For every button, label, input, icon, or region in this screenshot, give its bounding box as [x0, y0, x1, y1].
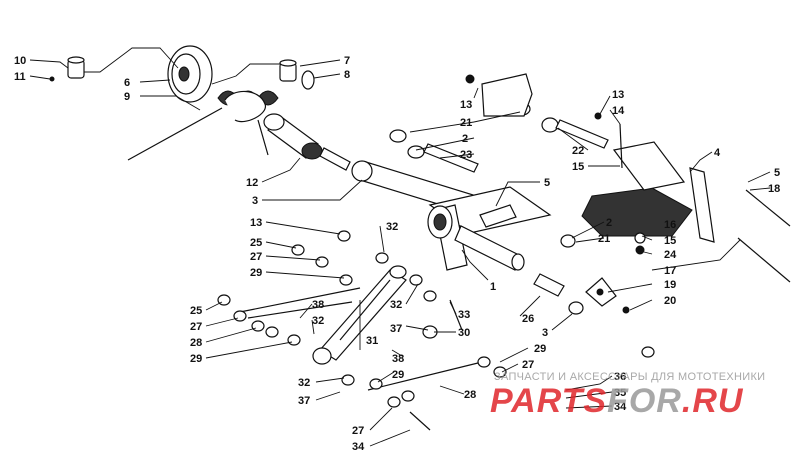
callout-38: 38 — [312, 299, 324, 311]
callout-32: 32 — [298, 377, 310, 389]
callout-35: 35 — [614, 387, 626, 399]
callout-13: 13 — [250, 217, 262, 229]
callout-26: 26 — [522, 313, 534, 325]
watermark-brand-red: PARTS — [490, 382, 607, 420]
callout-13: 13 — [612, 89, 624, 101]
callout-7: 7 — [344, 55, 350, 67]
part-2-21-bushings-lower — [560, 232, 646, 255]
callout-12: 12 — [246, 177, 258, 189]
watermark-brand: PARTSFOR.RU — [490, 382, 744, 420]
callout-11: 11 — [14, 71, 26, 83]
callout-37: 37 — [390, 323, 402, 335]
part-31-shock-absorber — [312, 265, 407, 365]
callout-28: 28 — [464, 389, 476, 401]
part-28-link-upper — [239, 287, 361, 319]
part-6-pulley — [167, 45, 213, 103]
callout-21: 21 — [598, 233, 610, 245]
callout-5: 5 — [774, 167, 780, 179]
callout-25: 25 — [250, 237, 262, 249]
watermark: ЗАПЧАСТИ И АКСЕССУАРЫ ДЛЯ МОТОТЕХНИКИ PA… — [490, 371, 765, 420]
callout-29: 29 — [392, 369, 404, 381]
callout-10: 10 — [14, 55, 26, 67]
callout-4: 4 — [714, 147, 721, 159]
part-26-tube — [533, 273, 584, 315]
part-10-nut — [49, 56, 85, 82]
callout-8: 8 — [344, 69, 350, 81]
callout-28: 28 — [190, 337, 202, 349]
callout-27: 27 — [250, 251, 262, 263]
callout-19: 19 — [664, 279, 676, 291]
callout-34: 34 — [614, 401, 627, 413]
callout-27: 27 — [522, 359, 534, 371]
callout-15: 15 — [664, 235, 676, 247]
callout-30: 30 — [458, 327, 470, 339]
callout-labels: 10 11 6 9 7 8 12 3 13 21 2 23 13 14 22 1… — [14, 55, 780, 453]
callout-13: 13 — [460, 99, 472, 111]
callout-33: 33 — [458, 309, 470, 321]
callout-29: 29 — [190, 353, 202, 365]
part-28-link-lower — [367, 361, 483, 391]
callout-5: 5 — [544, 177, 550, 189]
callout-27: 27 — [352, 425, 364, 437]
callout-29: 29 — [250, 267, 262, 279]
part-13-bracket — [465, 73, 533, 117]
part-17-18-bolts — [737, 189, 791, 283]
callout-21: 21 — [460, 117, 472, 129]
callout-32: 32 — [390, 299, 402, 311]
callout-15: 15 — [572, 161, 584, 173]
callout-6: 6 — [124, 77, 130, 89]
part-9-spring — [127, 90, 279, 161]
watermark-brand-gray: FOR — [607, 382, 682, 420]
callout-1: 1 — [490, 281, 496, 293]
watermark-brand-tld: .RU — [682, 382, 744, 420]
callout-16: 16 — [664, 219, 676, 231]
callout-32: 32 — [386, 221, 398, 233]
part-16-bracket — [581, 112, 715, 243]
callout-20: 20 — [664, 295, 676, 307]
callout-36: 36 — [614, 371, 626, 383]
callout-38: 38 — [392, 353, 404, 365]
part-19-pad — [585, 277, 630, 314]
part-7-bushing — [279, 59, 297, 82]
part-8-washer — [301, 70, 315, 90]
callout-9: 9 — [124, 91, 130, 103]
part-12-sleeve — [263, 113, 351, 171]
callout-17: 17 — [664, 265, 676, 277]
callout-22: 22 — [572, 145, 584, 157]
callout-2: 2 — [462, 133, 468, 145]
callout-32: 32 — [312, 315, 324, 327]
part-1-swing-arm — [351, 160, 552, 271]
callout-29: 29 — [534, 343, 546, 355]
callout-14: 14 — [612, 105, 625, 117]
callout-31: 31 — [366, 335, 378, 347]
callout-2: 2 — [606, 217, 612, 229]
callout-3: 3 — [542, 327, 548, 339]
callout-18: 18 — [768, 183, 780, 195]
watermark-caption: ЗАПЧАСТИ И АКСЕССУАРЫ ДЛЯ МОТОТЕХНИКИ — [494, 371, 765, 383]
callout-23: 23 — [460, 149, 472, 161]
callout-27: 27 — [190, 321, 202, 333]
callout-34: 34 — [352, 441, 365, 453]
callout-25: 25 — [190, 305, 202, 317]
callout-3: 3 — [252, 195, 258, 207]
callout-24: 24 — [664, 249, 677, 261]
leader-lines — [29, 47, 771, 447]
callout-37: 37 — [298, 395, 310, 407]
